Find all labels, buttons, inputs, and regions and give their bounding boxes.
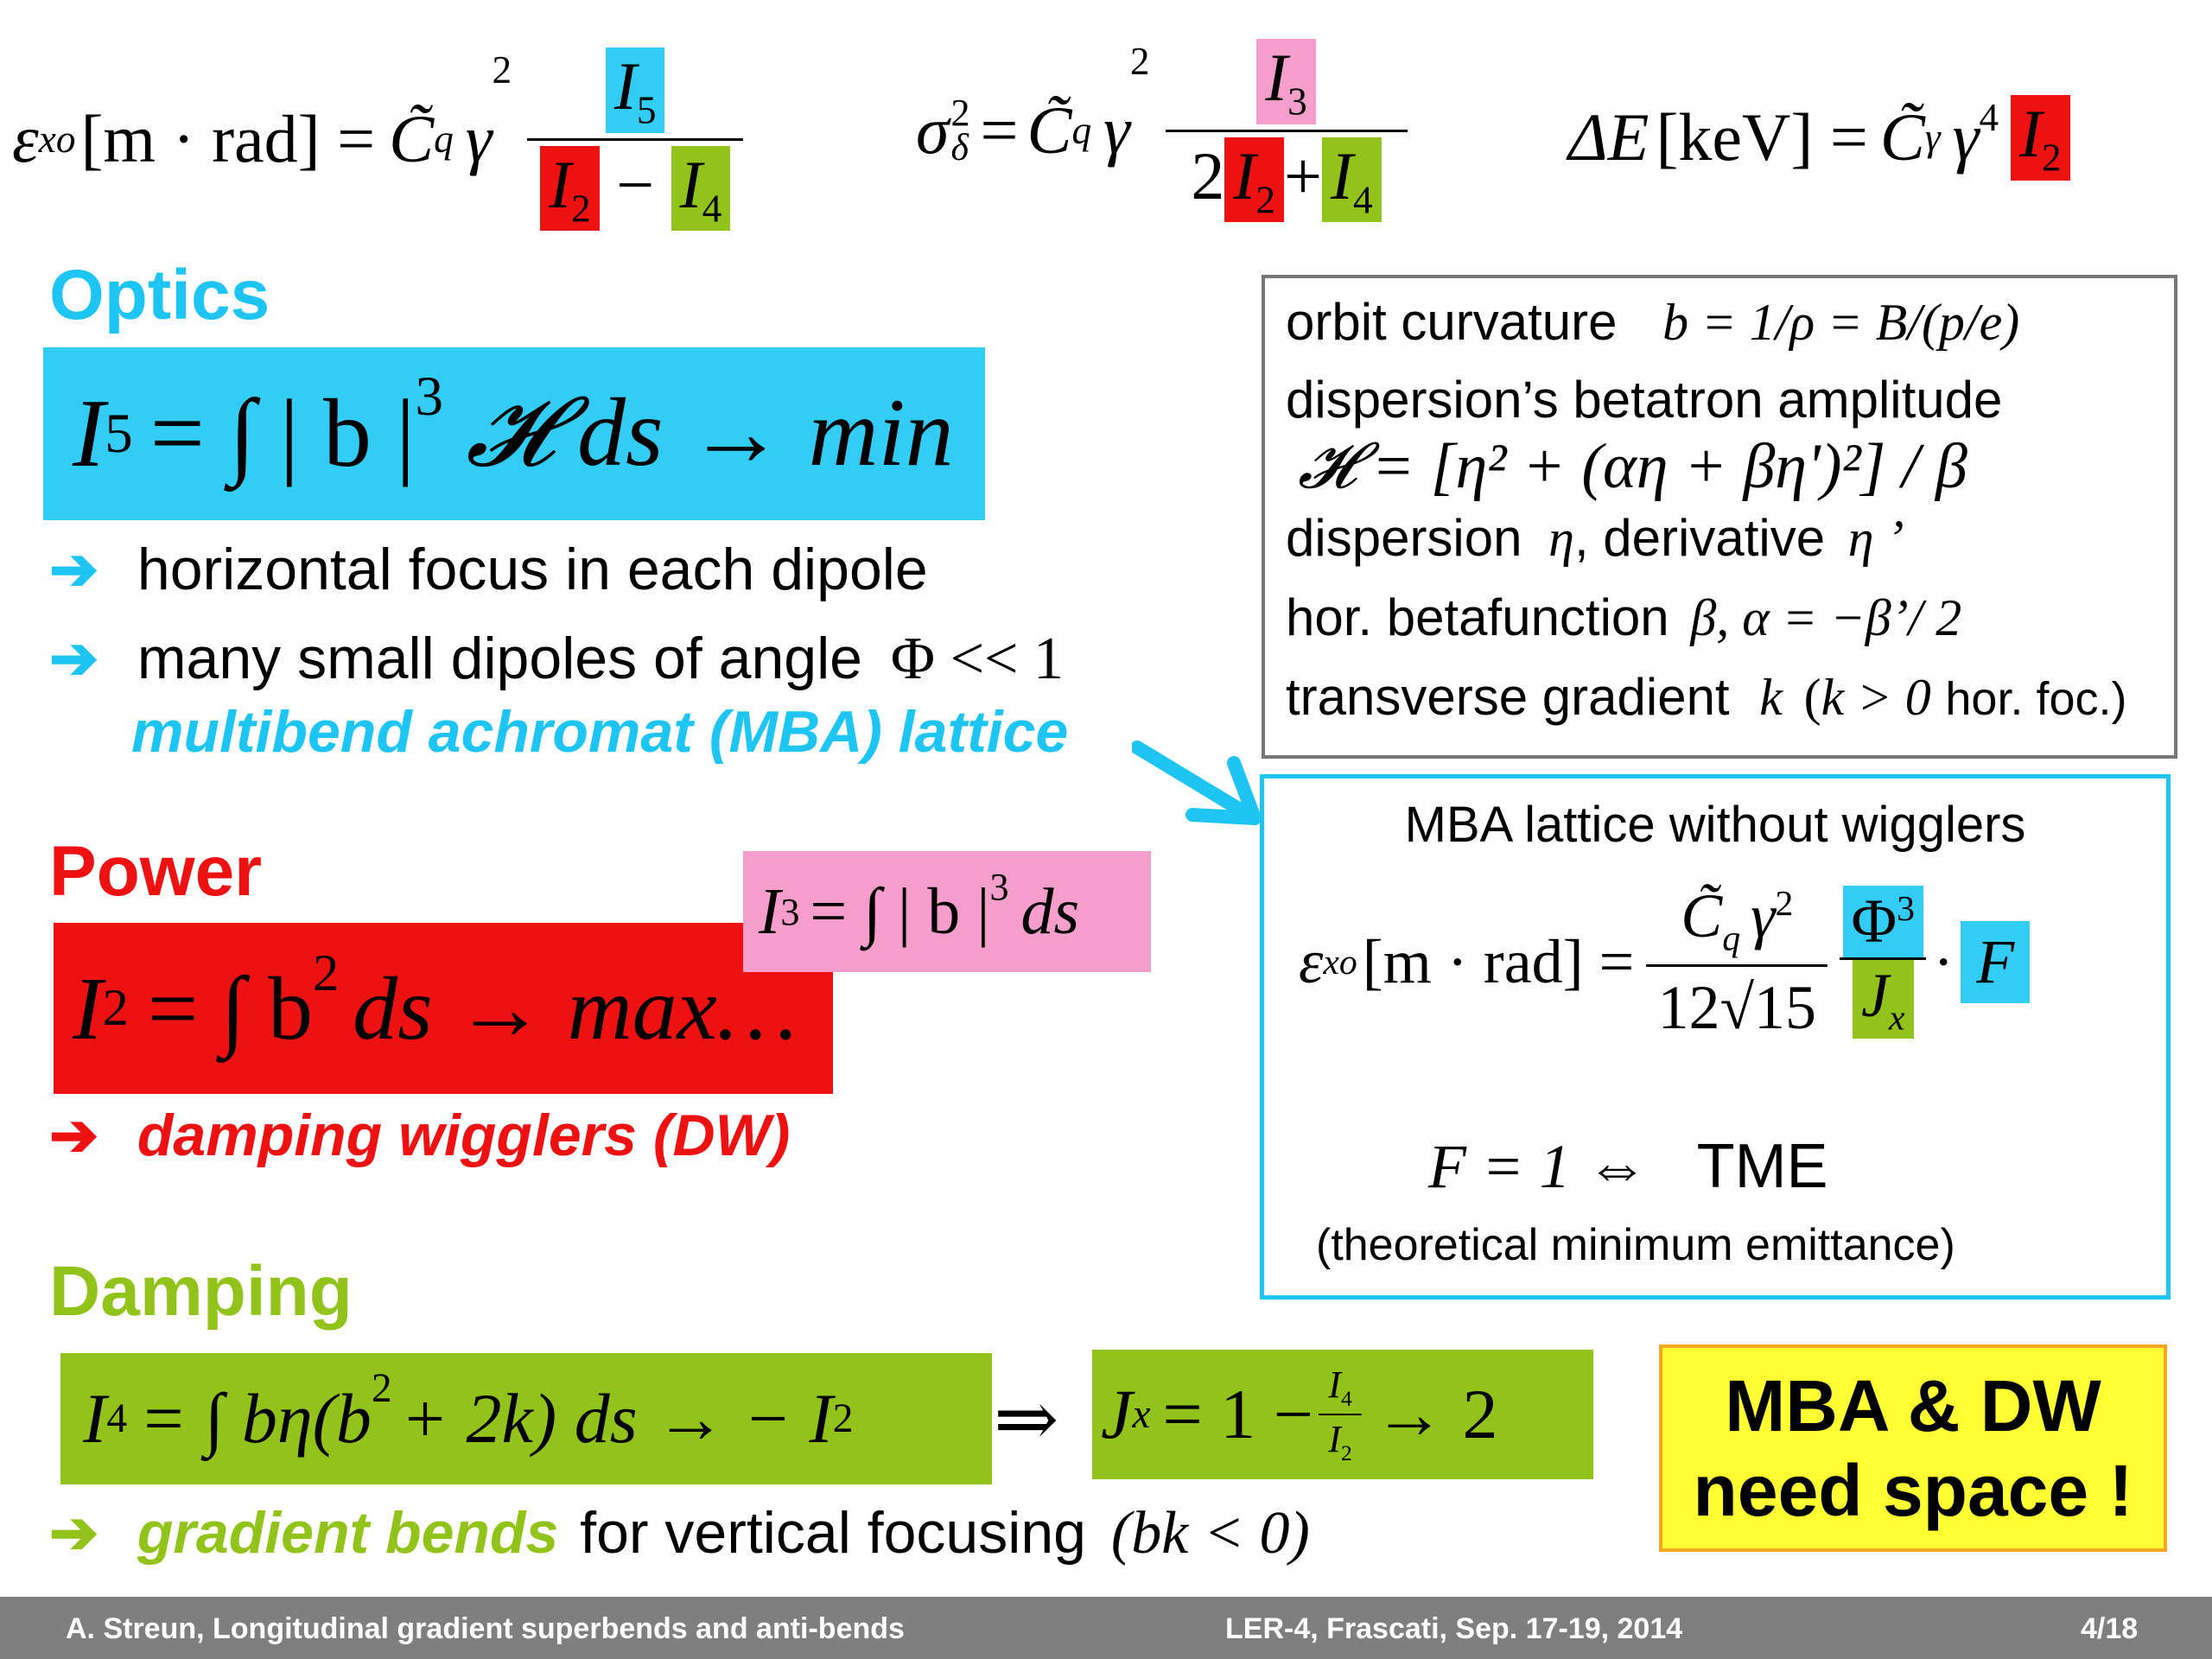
optics-heading: Optics xyxy=(49,256,270,334)
arrow-icon: ➔ xyxy=(49,1500,99,1566)
f-highlight: F xyxy=(1961,921,2031,1004)
sigma-sub: δ xyxy=(950,126,969,169)
i2-highlight: I2 xyxy=(2011,95,2070,181)
def-line-curvature: orbit curvature b = 1/ρ = B/(p/e) xyxy=(1286,293,2020,351)
eps-symbol: ε xyxy=(12,101,39,177)
tme-note: (theoretical minimum emittance) xyxy=(1316,1220,1955,1270)
unit-text: [m · rad] = xyxy=(80,101,376,177)
fraction-bar xyxy=(1165,129,1408,132)
def-line-betafunction: hor. betafunction β, α = −β’/ 2 xyxy=(1286,588,1962,646)
eps-sub: xo xyxy=(38,118,76,162)
gamma-symbol: γ xyxy=(465,101,493,177)
damping-bullet: ➔ gradient bends for vertical focusing (… xyxy=(49,1500,1310,1567)
implies-symbol: ⇒ xyxy=(994,1377,1059,1463)
i4-highlight: I4 xyxy=(1322,137,1382,223)
callout-line-2: need space ! xyxy=(1693,1450,2133,1531)
power-heading: Power xyxy=(49,832,263,911)
def-line-h-formula: 𝓗 = [η² + (αη + βη')²] / β xyxy=(1298,431,1967,502)
i3-highlight: I3 xyxy=(1256,39,1316,124)
callout-line-1: MBA & DW xyxy=(1725,1365,2101,1446)
footer-author: A. Streun, Longitudinal gradient superbe… xyxy=(66,1612,905,1645)
footer-bar xyxy=(0,1597,2212,1659)
cq-sub: q xyxy=(434,118,454,162)
pointer-arrow-icon xyxy=(1132,741,1262,825)
emittance-fraction: I5 I2 − I4 xyxy=(527,48,744,232)
damping-heading: Damping xyxy=(49,1252,353,1331)
i2-highlight: I2 xyxy=(540,145,600,232)
sigma-sup: 2 xyxy=(950,92,970,135)
def-line-gradient: transverse gradient k (k > 0 hor. foc.) xyxy=(1286,668,2127,726)
arrow-icon: ➔ xyxy=(49,1103,99,1168)
power-bullet: ➔ damping wigglers (DW) xyxy=(49,1103,791,1168)
jx-highlight: Jx xyxy=(1853,960,1914,1039)
fraction-bar xyxy=(527,137,744,141)
i4-highlight: I4 xyxy=(671,145,731,232)
space-callout: MBA & DW need space ! xyxy=(1659,1344,2167,1552)
sigma-symbol: σ xyxy=(916,92,950,168)
footer-event: LER-4, Frascati, Sep. 17-19, 2014 xyxy=(1225,1612,1683,1645)
i2-highlight: I2 xyxy=(1224,137,1284,223)
arrow-icon: ➔ xyxy=(49,626,99,691)
arrow-icon: ➔ xyxy=(49,537,99,602)
phi-highlight: Φ3 xyxy=(1842,886,1924,957)
gamma-sup: 2 xyxy=(492,48,512,92)
optics-bullet-2: ➔ many small dipoles of angle Φ << 1 xyxy=(49,626,1065,692)
footer-page: 4/18 xyxy=(2081,1612,2139,1645)
optics-bullet-1: ➔ horizontal focus in each dipole xyxy=(49,537,928,602)
tme-line: F = 1 ⇔ TME xyxy=(1428,1132,1828,1201)
def-line-dispersion: dispersion η, derivative η ’ xyxy=(1286,509,1904,567)
def-line-amplitude: dispersion’s betatron amplitude xyxy=(1286,371,2003,429)
definitions-box: orbit curvature b = 1/ρ = B/(p/e) disper… xyxy=(1262,275,2177,759)
cq-symbol: C̃ xyxy=(389,101,435,177)
mba-box-title: MBA lattice without wigglers xyxy=(1404,797,2026,853)
i5-highlight: I5 xyxy=(605,48,665,133)
mba-label: multibend achromat (MBA) lattice xyxy=(131,699,1069,765)
